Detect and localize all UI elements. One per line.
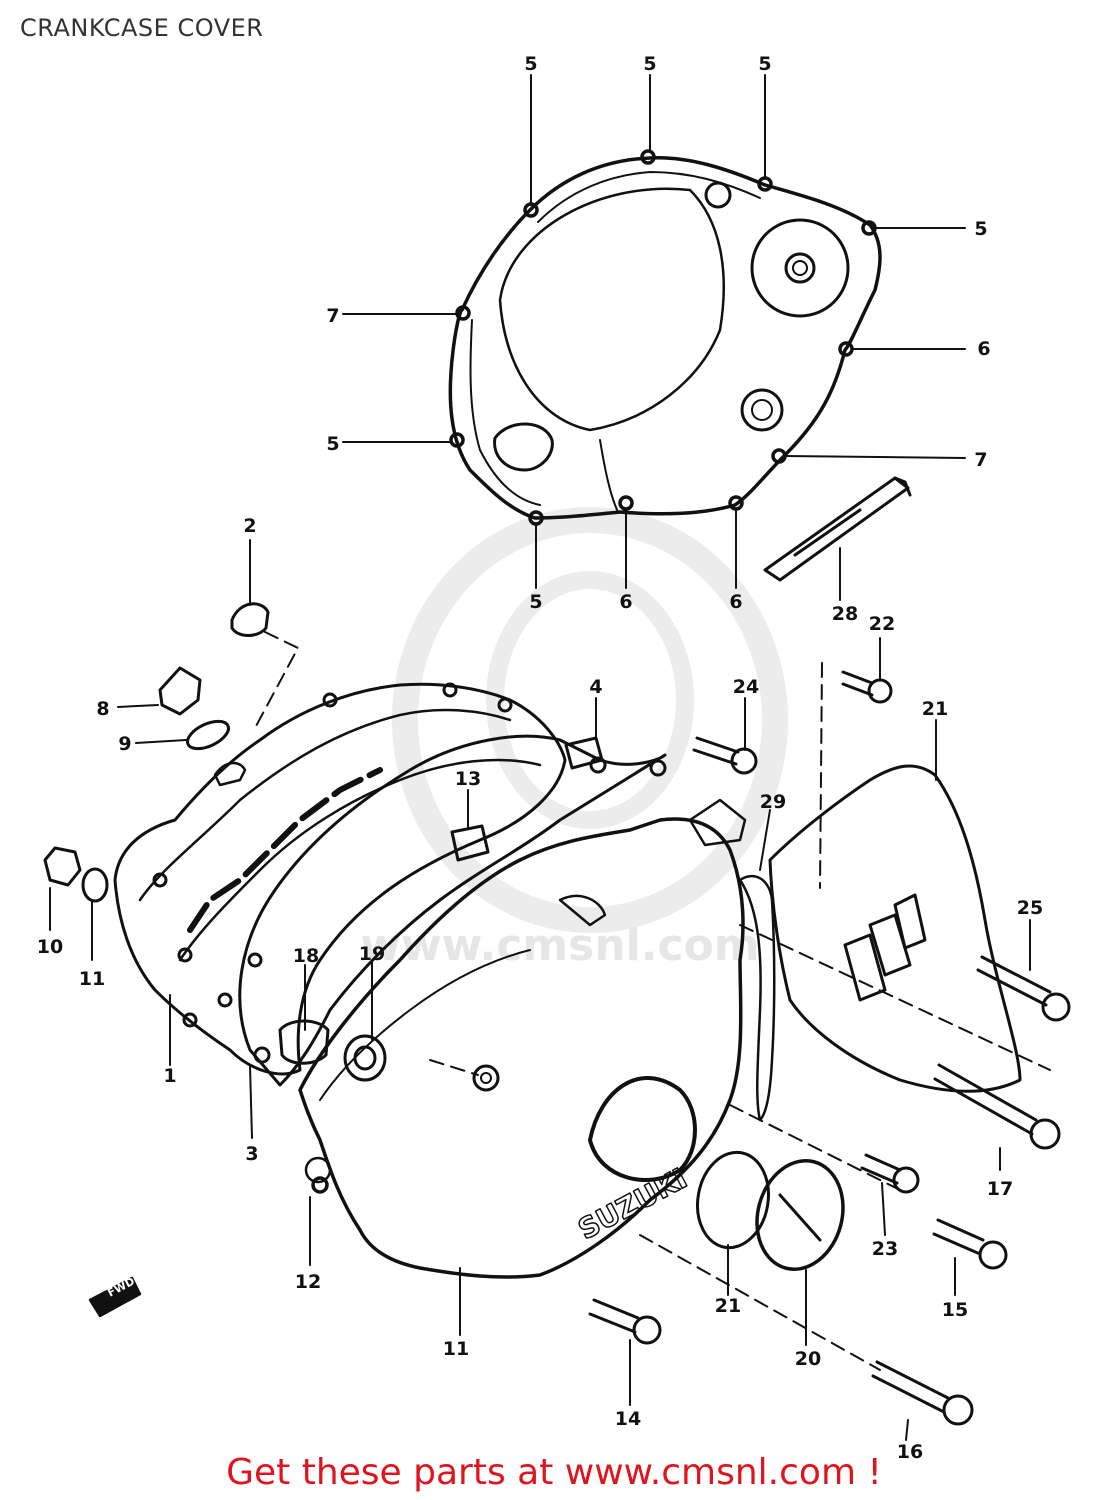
callout-label: 24 — [733, 676, 759, 698]
part-2-cap — [230, 602, 270, 637]
callout-label: 6 — [977, 338, 990, 360]
footer-link[interactable]: www.cmsnl.com — [564, 1452, 857, 1493]
callout-label: 16 — [897, 1441, 923, 1463]
callout-label: 11 — [443, 1338, 469, 1360]
callout-label: 12 — [295, 1271, 321, 1293]
callout-label: 5 — [529, 591, 542, 613]
callout-label: 21 — [922, 698, 948, 720]
sprocket-cover-23 — [768, 764, 1022, 1093]
brand-lettering: SUZUKI — [573, 1162, 693, 1247]
callout-label: 6 — [619, 591, 632, 613]
callout-label: 8 — [96, 698, 109, 720]
callout-label: 5 — [326, 433, 339, 455]
callout-label: 13 — [455, 768, 481, 790]
callout-label: 29 — [760, 791, 786, 813]
part-26-bolt — [692, 736, 758, 775]
part-18-bolt — [933, 1063, 1061, 1150]
part-17-bolt — [871, 1360, 974, 1426]
part-24-bolt — [841, 670, 893, 704]
callout-label: 6 — [729, 591, 742, 613]
callout-label: 11 — [79, 968, 105, 990]
part-15-bolt — [588, 1298, 662, 1345]
page-title: CRANKCASE COVER — [20, 14, 264, 42]
part-16-bolt — [932, 1218, 1008, 1270]
generator-cover-12: SUZUKI — [298, 798, 747, 1279]
part-14-dowel — [450, 824, 490, 862]
part-10-bolt — [43, 846, 82, 887]
part-4-dowel — [564, 736, 604, 770]
callout-label: 7 — [326, 305, 339, 327]
callout-label: 14 — [615, 1408, 641, 1430]
crankcase-cover-left — [113, 682, 567, 1076]
part-22-oring — [696, 1150, 770, 1250]
callout-label: 19 — [359, 943, 385, 965]
alignment-lines — [254, 631, 1051, 1371]
callout-label: 9 — [118, 733, 131, 755]
part-20-seal — [343, 1034, 387, 1082]
part-25-bolt — [860, 1153, 920, 1194]
part-11-washer — [81, 867, 109, 903]
part-21-cap — [755, 1159, 845, 1271]
footer-suffix: ! — [856, 1452, 882, 1493]
fwd-arrow: FWD — [88, 1275, 142, 1318]
callout-label: 5 — [758, 53, 771, 75]
callout-label: 15 — [942, 1299, 968, 1321]
watermark-text: www.cmsnl.com — [360, 920, 759, 971]
callout-label: 28 — [832, 603, 858, 625]
footer-cta: Get these parts at www.cmsnl.com ! — [0, 1452, 1108, 1493]
callout-label: 1 — [163, 1065, 176, 1087]
callout-label: 5 — [524, 53, 537, 75]
callout-label: 2 — [243, 515, 256, 537]
gasket-3 — [238, 734, 667, 1087]
part-8-plug — [158, 666, 202, 716]
footer-prefix: Get these parts at — [226, 1452, 565, 1493]
callout-label: 5 — [974, 218, 987, 240]
callout-label: 4 — [589, 676, 602, 698]
part-19-plug — [278, 1019, 330, 1065]
callout-label: 22 — [869, 613, 895, 635]
part-28-gauge — [763, 476, 912, 582]
small-parts — [43, 602, 1071, 1426]
callout-label: 23 — [872, 1238, 898, 1260]
leader-lines — [49, 74, 1031, 1441]
part-9-oring — [186, 719, 230, 751]
clutch-cover-outer — [448, 149, 882, 526]
watermark: www.cmsnl.com — [360, 507, 788, 971]
callout-label: 20 — [795, 1348, 821, 1370]
gasket-29 — [738, 874, 776, 1122]
callout-label: 25 — [1017, 897, 1043, 919]
callout-labels: 5 5 5 5 7 6 5 7 5 6 6 28 2 22 4 24 21 8 … — [37, 53, 1043, 1463]
callout-label: 10 — [37, 936, 63, 958]
callout-label: 7 — [974, 449, 987, 471]
callout-label: 21 — [715, 1295, 741, 1317]
callout-label: 18 — [293, 945, 319, 967]
part-27-bolt — [976, 955, 1071, 1022]
callout-label: 3 — [245, 1143, 258, 1165]
callout-label: 17 — [987, 1178, 1013, 1200]
callout-label: 5 — [643, 53, 656, 75]
